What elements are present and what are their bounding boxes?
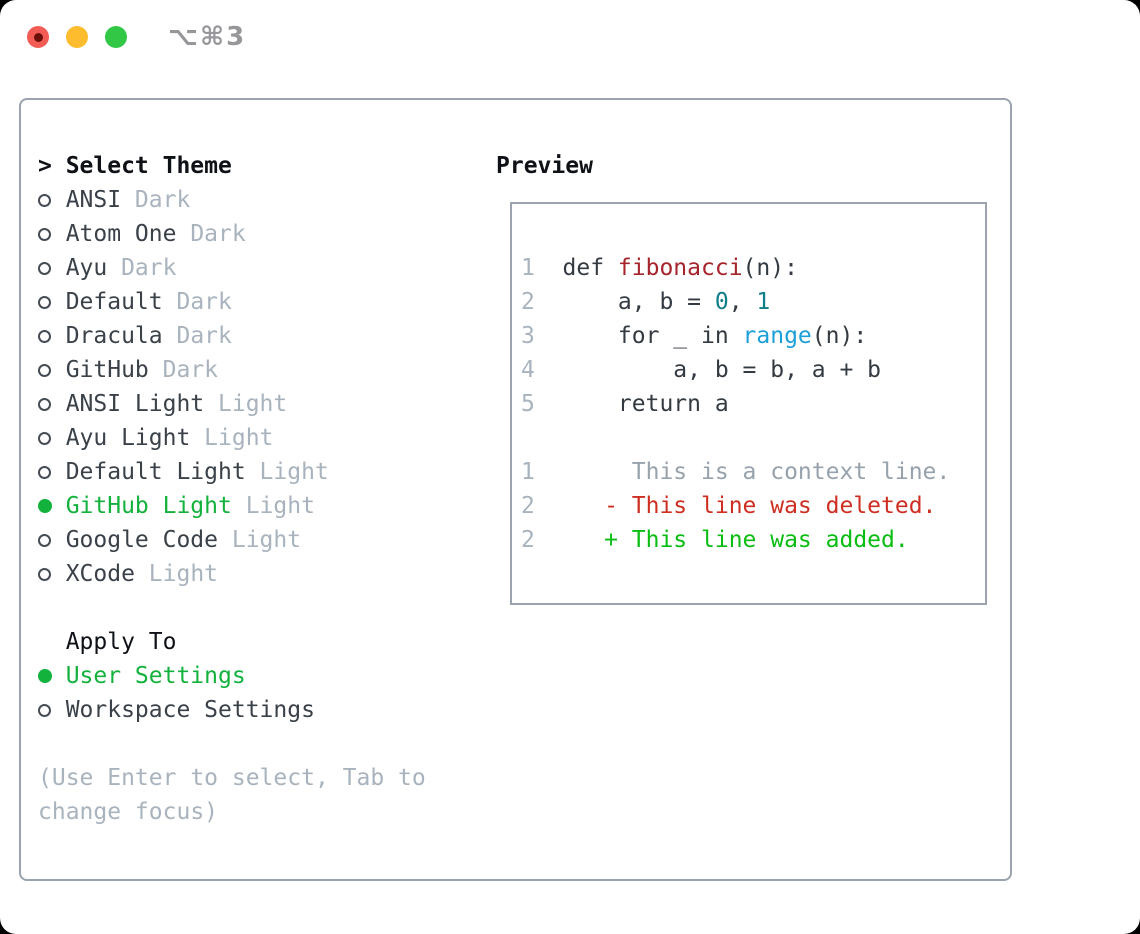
line-number: 1 [521, 255, 535, 281]
select-theme-label: Select Theme [65, 153, 232, 179]
line-number: 5 [521, 391, 535, 417]
help-text-line-1: (Use Enter to select, Tab to [38, 765, 426, 791]
radio-unselected-icon [38, 398, 51, 411]
title-bar: ⌥⌘3 [0, 0, 1140, 74]
minimize-button[interactable] [66, 26, 88, 48]
line-number: 2 [521, 527, 535, 553]
select-theme-header: > Select Theme [38, 149, 426, 183]
radio-unselected-icon [38, 330, 51, 343]
zoom-button[interactable] [105, 26, 127, 48]
apply-option-workspace-settings[interactable]: Workspace Settings [38, 693, 426, 727]
code-line: 3 for _ in range(n): [521, 319, 950, 353]
radio-unselected-icon [38, 262, 51, 275]
apply-to-label: Apply To [65, 629, 177, 655]
close-button[interactable] [27, 26, 49, 48]
apply-to-header: Apply To [38, 625, 426, 659]
diff-deleted-line: 2 - This line was deleted. [521, 489, 950, 523]
diff-added-line: 2 + This line was added. [521, 523, 950, 557]
line-number: 1 [521, 459, 535, 485]
line-number: 2 [521, 493, 535, 519]
radio-selected-icon [38, 669, 52, 683]
radio-unselected-icon [38, 194, 51, 207]
radio-unselected-icon [38, 296, 51, 309]
diff-context-line: 1 This is a context line. [521, 455, 950, 489]
help-text-line-2: change focus) [38, 799, 219, 825]
line-number: 4 [521, 357, 535, 383]
radio-unselected-icon [38, 432, 51, 445]
radio-unselected-icon [38, 364, 51, 377]
code-line: 4 a, b = b, a + b [521, 353, 950, 387]
radio-unselected-icon [38, 534, 51, 547]
line-number: 2 [521, 289, 535, 315]
preview-title: Preview [496, 153, 593, 179]
radio-unselected-icon [38, 466, 51, 479]
blank-line [521, 421, 950, 455]
line-number: 3 [521, 323, 535, 349]
prompt-icon: > [38, 153, 52, 179]
window-title: ⌥⌘3 [168, 22, 247, 52]
radio-unselected-icon [38, 568, 51, 581]
code-line: 5 return a [521, 387, 950, 421]
code-line: 2 a, b = 0, 1 [521, 285, 950, 319]
radio-selected-icon [38, 499, 52, 513]
function-name: fibonacci [617, 255, 743, 281]
radio-unselected-icon [38, 228, 51, 241]
apply-option-user-settings[interactable]: User Settings [38, 659, 426, 693]
radio-unselected-icon [38, 704, 51, 717]
